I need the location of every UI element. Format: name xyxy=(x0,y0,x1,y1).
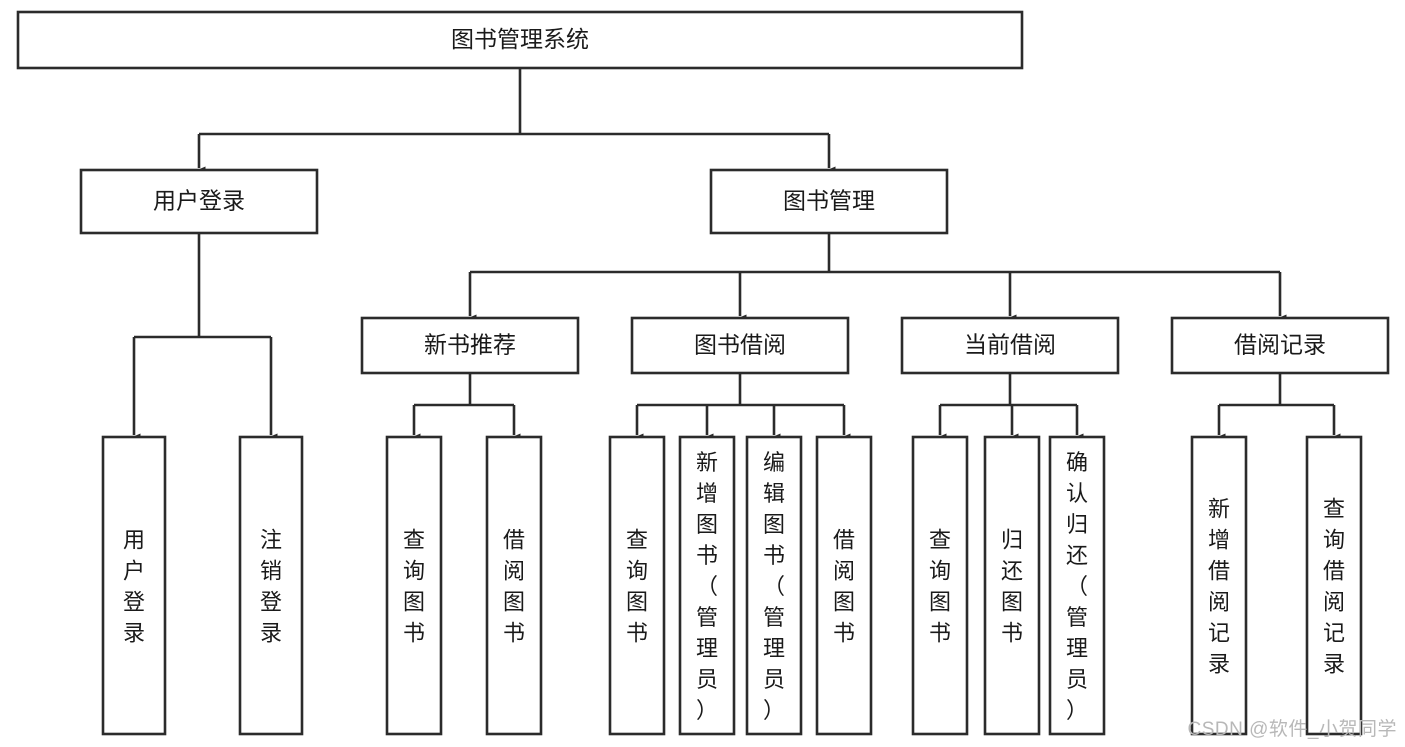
node-leaf-confirm-return[interactable]: 确认归还（管理员） xyxy=(1048,435,1106,736)
node-leaf-borrow-book-1[interactable]: 借阅图书 xyxy=(485,435,543,736)
node-leaf-add-record[interactable]: 新增借阅记录 xyxy=(1190,435,1248,736)
node-box-leaf-add-record xyxy=(1190,435,1248,736)
node-box-leaf-borrow-book-2 xyxy=(815,435,873,736)
node-box-leaf-edit-book xyxy=(745,435,803,736)
node-label-user-login: 用户登录 xyxy=(153,188,245,214)
node-label-leaf-query-book-3: 查询图书 xyxy=(929,528,951,646)
node-box-book-borrow xyxy=(630,316,850,375)
node-box-leaf-borrow-book-1 xyxy=(485,435,543,736)
node-leaf-add-book[interactable]: 新增图书（管理员） xyxy=(678,435,736,736)
node-box-current-borrow xyxy=(900,316,1120,375)
connector-layer xyxy=(127,68,1341,445)
node-book-borrow[interactable]: 图书借阅 xyxy=(630,316,850,375)
node-box-leaf-query-book-1 xyxy=(385,435,443,736)
node-box-leaf-confirm-return xyxy=(1048,435,1106,736)
node-leaf-query-book-3[interactable]: 查询图书 xyxy=(911,435,969,736)
node-leaf-user-login[interactable]: 用户登录 xyxy=(101,435,167,736)
node-layer: 图书管理系统用户登录图书管理新书推荐图书借阅当前借阅借阅记录用户登录注销登录查询… xyxy=(16,10,1390,736)
node-label-leaf-user-login: 用户登录 xyxy=(123,528,145,646)
node-label-root: 图书管理系统 xyxy=(451,26,589,52)
node-label-leaf-add-book: 新增图书（管理员） xyxy=(696,450,718,723)
node-box-leaf-user-login xyxy=(101,435,167,736)
node-box-leaf-query-book-3 xyxy=(911,435,969,736)
node-label-borrow-record: 借阅记录 xyxy=(1234,332,1326,358)
node-label-leaf-query-book-1: 查询图书 xyxy=(403,528,425,646)
node-label-leaf-confirm-return: 确认归还（管理员） xyxy=(1066,450,1088,723)
node-leaf-user-logout[interactable]: 注销登录 xyxy=(238,435,304,736)
node-box-leaf-query-record xyxy=(1305,435,1363,736)
node-leaf-borrow-book-2[interactable]: 借阅图书 xyxy=(815,435,873,736)
node-leaf-return-book[interactable]: 归还图书 xyxy=(983,435,1041,736)
node-user-login[interactable]: 用户登录 xyxy=(79,168,319,235)
node-box-root xyxy=(16,10,1024,70)
node-label-leaf-return-book: 归还图书 xyxy=(1001,528,1023,646)
node-label-book-borrow: 图书借阅 xyxy=(694,332,786,358)
node-label-leaf-user-logout: 注销登录 xyxy=(260,528,282,646)
node-label-leaf-borrow-book-2: 借阅图书 xyxy=(833,528,855,646)
node-label-leaf-borrow-book-1: 借阅图书 xyxy=(503,528,525,646)
node-current-borrow[interactable]: 当前借阅 xyxy=(900,316,1120,375)
node-box-borrow-record xyxy=(1170,316,1390,375)
node-new-book-recommend[interactable]: 新书推荐 xyxy=(360,316,580,375)
node-label-leaf-edit-book: 编辑图书（管理员） xyxy=(763,450,785,723)
node-borrow-record[interactable]: 借阅记录 xyxy=(1170,316,1390,375)
node-box-new-book-recommend xyxy=(360,316,580,375)
node-root[interactable]: 图书管理系统 xyxy=(16,10,1024,70)
node-box-leaf-query-book-2 xyxy=(608,435,666,736)
node-label-leaf-add-record: 新增借阅记录 xyxy=(1208,497,1230,677)
node-box-leaf-user-logout xyxy=(238,435,304,736)
node-book-manage[interactable]: 图书管理 xyxy=(709,168,949,235)
node-label-current-borrow: 当前借阅 xyxy=(964,332,1056,358)
node-box-book-manage xyxy=(709,168,949,235)
node-box-leaf-add-book xyxy=(678,435,736,736)
node-label-new-book-recommend: 新书推荐 xyxy=(424,332,516,358)
node-label-leaf-query-record: 查询借阅记录 xyxy=(1323,497,1345,677)
node-label-leaf-query-book-2: 查询图书 xyxy=(626,528,648,646)
node-box-user-login xyxy=(79,168,319,235)
node-box-leaf-return-book xyxy=(983,435,1041,736)
node-leaf-edit-book[interactable]: 编辑图书（管理员） xyxy=(745,435,803,736)
node-leaf-query-book-1[interactable]: 查询图书 xyxy=(385,435,443,736)
node-leaf-query-book-2[interactable]: 查询图书 xyxy=(608,435,666,736)
node-leaf-query-record[interactable]: 查询借阅记录 xyxy=(1305,435,1363,736)
node-label-book-manage: 图书管理 xyxy=(783,188,875,214)
